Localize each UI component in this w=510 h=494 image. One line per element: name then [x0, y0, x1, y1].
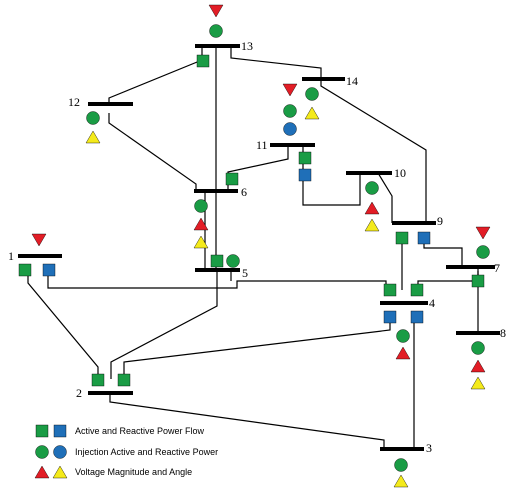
flow-square-2-5	[117, 373, 131, 387]
bus-label-4: 4	[429, 296, 435, 310]
injection-circle-6	[194, 199, 208, 213]
flow-square-4-2	[383, 310, 397, 324]
flow-square-4-3	[410, 310, 424, 324]
measurement-symbols	[18, 4, 491, 488]
injection-triangle-11	[282, 83, 298, 97]
voltage-triangle-6-red	[193, 217, 209, 231]
injection-circle-10	[365, 181, 379, 195]
bus-2	[88, 391, 133, 395]
bus-label-2: 2	[76, 386, 82, 400]
legend-green-circle-icon	[35, 445, 49, 459]
bus-label-11: 11	[256, 138, 268, 152]
flow-square-11-6	[298, 151, 312, 165]
injection-circle-13	[209, 24, 223, 38]
line-4-7	[417, 271, 479, 290]
injection-triangle-7	[475, 226, 491, 240]
flow-square-5-6	[210, 254, 224, 268]
injection-circle-11-reactive	[283, 122, 297, 136]
flow-square-9-7	[417, 231, 431, 245]
injection-circle-11	[283, 104, 297, 118]
bus-label-5: 5	[242, 266, 248, 280]
line-2-3	[109, 393, 385, 449]
bus-12	[88, 102, 133, 106]
bus-label-10: 10	[394, 166, 406, 180]
line-2-4	[123, 321, 391, 379]
injection-circle-4	[396, 329, 410, 343]
bus-9	[392, 221, 436, 225]
injection-circle-12	[86, 111, 100, 125]
flow-square-11-10	[298, 168, 312, 182]
legend-row-circles: Injection Active and Reactive Power	[35, 445, 218, 459]
transmission-lines	[27, 46, 479, 449]
legend-label: Injection Active and Reactive Power	[75, 447, 218, 457]
line-12-13	[108, 46, 203, 104]
legend-yellow-triangle-icon	[52, 465, 68, 479]
line-6-12	[108, 113, 197, 191]
flow-square-1-5	[42, 263, 56, 277]
bus-3	[380, 447, 424, 451]
injection-circle-5	[226, 254, 240, 268]
bus-13	[195, 44, 240, 48]
injection-circle-8	[471, 341, 485, 355]
injection-triangle-13	[208, 4, 224, 18]
bus-1	[18, 254, 62, 258]
voltage-triangle-10-red	[364, 201, 380, 215]
bus-4	[380, 301, 428, 305]
bus-label-8: 8	[500, 326, 506, 340]
flow-square-1-2	[18, 263, 32, 277]
bus-10	[346, 171, 392, 175]
legend-blue-square-icon	[53, 424, 67, 438]
line-9-10	[377, 172, 393, 223]
flow-square-4-7	[410, 283, 424, 297]
line-1-2	[27, 270, 99, 379]
legend-row-squares: Active and Reactive Power Flow	[35, 424, 205, 438]
bus-label-13: 13	[241, 39, 253, 53]
line-2-5	[110, 270, 218, 379]
bus-label-7: 7	[494, 261, 500, 275]
bus-bars	[18, 44, 500, 451]
line-9-14	[320, 79, 427, 223]
bus-label-14: 14	[346, 74, 358, 88]
bus-label-12: 12	[68, 95, 80, 109]
voltage-triangle-8-yellow	[470, 376, 486, 390]
bus-7	[446, 265, 495, 269]
flow-square-2-1	[91, 373, 105, 387]
legend: Active and Reactive Power FlowInjection …	[34, 424, 218, 479]
legend-row-triangles: Voltage Magnitude and Angle	[34, 465, 192, 479]
voltage-triangle-3	[393, 474, 409, 488]
voltage-triangle-12	[85, 130, 101, 144]
injection-circle-14	[305, 87, 319, 101]
voltage-triangle-14	[304, 106, 320, 120]
bus-label-9: 9	[437, 214, 443, 228]
bus-14	[302, 77, 345, 81]
legend-label: Voltage Magnitude and Angle	[75, 467, 192, 477]
flow-square-9-4	[395, 231, 409, 245]
voltage-triangle-8-red	[470, 359, 486, 373]
line-13-14	[230, 46, 322, 79]
bus-label-3: 3	[426, 441, 432, 455]
legend-label: Active and Reactive Power Flow	[75, 426, 205, 436]
flow-square-13-12	[196, 54, 210, 68]
bus-6	[194, 189, 238, 193]
injection-circle-7	[476, 245, 490, 259]
bus-8	[456, 331, 500, 335]
legend-red-triangle-icon	[34, 465, 50, 479]
bus-label-1: 1	[8, 249, 14, 263]
injection-circle-3	[394, 458, 408, 472]
bus-11	[270, 143, 315, 147]
voltage-triangle-10-yellow	[364, 218, 380, 232]
bus-5	[195, 268, 240, 272]
legend-green-square-icon	[35, 424, 49, 438]
flow-square-7-8	[471, 274, 485, 288]
flow-square-6-11	[225, 172, 239, 186]
line-1-5	[47, 270, 387, 290]
voltage-triangle-6-yellow	[193, 235, 209, 249]
bus-label-6: 6	[241, 185, 247, 199]
flow-square-4-5	[383, 283, 397, 297]
voltage-triangle-4	[395, 346, 411, 360]
legend-blue-circle-icon	[53, 445, 67, 459]
injection-triangle-1	[31, 233, 47, 247]
